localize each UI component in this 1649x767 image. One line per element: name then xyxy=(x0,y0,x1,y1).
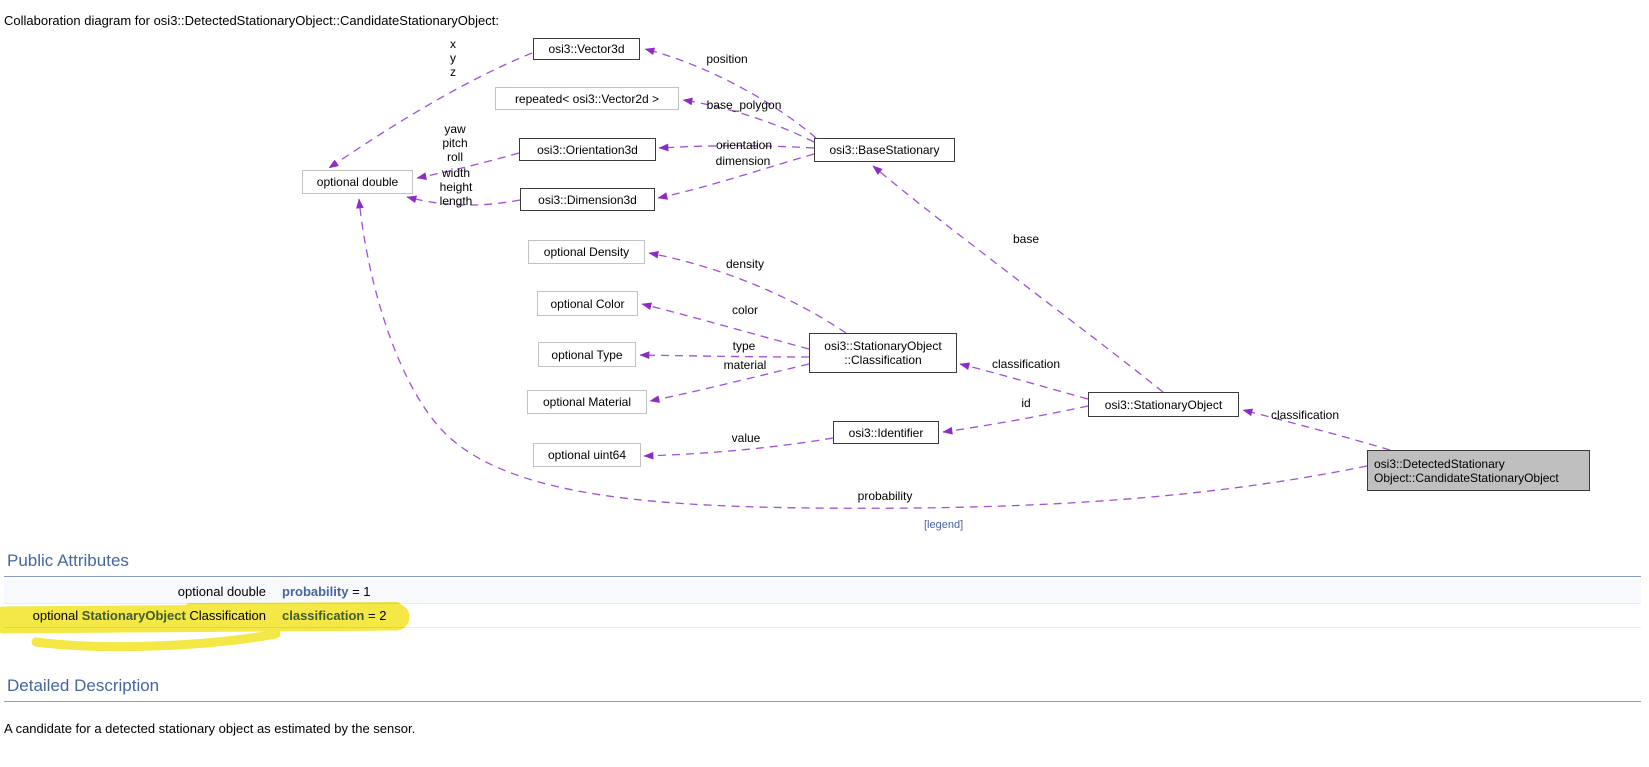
node-stationary-object-classification[interactable]: osi3::StationaryObject ::Classification xyxy=(809,333,957,373)
edge-label-color: color xyxy=(731,303,759,317)
node-identifier[interactable]: osi3::Identifier xyxy=(833,421,939,444)
edge-label-base-polygon: base_polygon xyxy=(706,98,782,112)
attribute-row-probability: optional double probability = 1 xyxy=(4,580,1641,604)
edge-label-classification-candidate: classification xyxy=(1270,408,1340,422)
node-detected-stationary-candidate: osi3::DetectedStationary Object::Candida… xyxy=(1367,450,1590,491)
edge-color xyxy=(641,302,810,350)
member-link-probability[interactable]: probability xyxy=(282,584,349,599)
node-stationary-object[interactable]: osi3::StationaryObject xyxy=(1088,392,1239,417)
attribute-value-cell: classification = 2 xyxy=(282,608,386,623)
attribute-type: optional double xyxy=(4,584,266,599)
edge-label-position: position xyxy=(706,52,748,66)
edge-orientation xyxy=(658,143,815,152)
node-orientation3d[interactable]: osi3::Orientation3d xyxy=(519,138,656,161)
collaboration-title: Collaboration diagram for osi3::Detected… xyxy=(4,13,499,28)
edge-label-width-height-length: width height length xyxy=(439,166,473,208)
public-attributes-heading: Public Attributes xyxy=(4,551,1641,577)
edge-classification-member xyxy=(959,362,1089,400)
edge-label-id: id xyxy=(1021,396,1031,410)
node-vector3d[interactable]: osi3::Vector3d xyxy=(533,38,640,60)
node-optional-density: optional Density xyxy=(528,240,645,264)
member-value: = 2 xyxy=(364,608,387,623)
edge-classification-candidate xyxy=(1242,408,1391,451)
edge-type xyxy=(639,351,810,360)
edge-probability xyxy=(356,198,1368,509)
edge-dimension xyxy=(657,153,815,200)
node-optional-uint64: optional uint64 xyxy=(533,443,641,467)
member-link-classification[interactable]: classification xyxy=(282,608,365,623)
public-attributes-rows: optional double probability = 1 optional S… xyxy=(4,580,1641,628)
edge-x-y-z xyxy=(328,52,533,169)
edge-width-height-length xyxy=(406,195,521,206)
member-value: = 1 xyxy=(348,584,371,599)
attribute-value-cell: probability = 1 xyxy=(282,584,371,599)
type-text: optional double xyxy=(177,584,266,599)
node-optional-color: optional Color xyxy=(537,291,638,316)
edge-base-polygon xyxy=(682,97,815,143)
edge-id xyxy=(942,405,1089,435)
edge-position xyxy=(644,47,817,139)
edge-label-probability: probability xyxy=(857,489,913,503)
edge-material xyxy=(649,363,810,403)
type-text: Classification xyxy=(185,608,266,623)
attribute-row-classification: optional StationaryObject Classification… xyxy=(4,604,1641,628)
edge-base xyxy=(872,165,1164,393)
attribute-type: optional StationaryObject Classification xyxy=(4,608,266,623)
edge-label-dimension: dimension xyxy=(715,154,771,168)
node-repeated-vector2d: repeated< osi3::Vector2d > xyxy=(495,87,679,110)
public-attributes-section: Public Attributes optional double probabi… xyxy=(4,551,1641,628)
collaboration-edges xyxy=(328,47,1391,509)
edge-label-material: material xyxy=(723,358,767,372)
type-text: optional xyxy=(32,608,82,623)
edge-label-x-y-z: x y z xyxy=(450,37,456,79)
legend-link[interactable]: [legend] xyxy=(924,519,964,531)
edge-value xyxy=(643,437,834,460)
type-link-StationaryObject[interactable]: StationaryObject xyxy=(81,608,186,623)
detailed-description-body: A candidate for a detected stationary ob… xyxy=(4,721,416,736)
edge-label-type: type xyxy=(732,339,756,353)
edge-density xyxy=(648,250,847,334)
node-optional-material: optional Material xyxy=(527,390,647,414)
detailed-description-heading: Detailed Description xyxy=(4,676,1641,702)
edge-label-density: density xyxy=(725,257,765,271)
detailed-description-section: Detailed Description A candidate for a d… xyxy=(4,676,1641,736)
edge-label-orientation: orientation xyxy=(715,138,773,152)
edge-label-base: base xyxy=(1012,232,1040,246)
node-optional-double: optional double xyxy=(302,170,413,194)
edge-label-value: value xyxy=(731,431,761,445)
node-dimension3d[interactable]: osi3::Dimension3d xyxy=(520,188,655,211)
node-optional-type: optional Type xyxy=(538,342,636,367)
node-base-stationary[interactable]: osi3::BaseStationary xyxy=(814,138,955,162)
edge-label-yaw-pitch-roll: yaw pitch roll xyxy=(442,122,468,164)
edge-label-classification-member: classification xyxy=(991,357,1061,371)
